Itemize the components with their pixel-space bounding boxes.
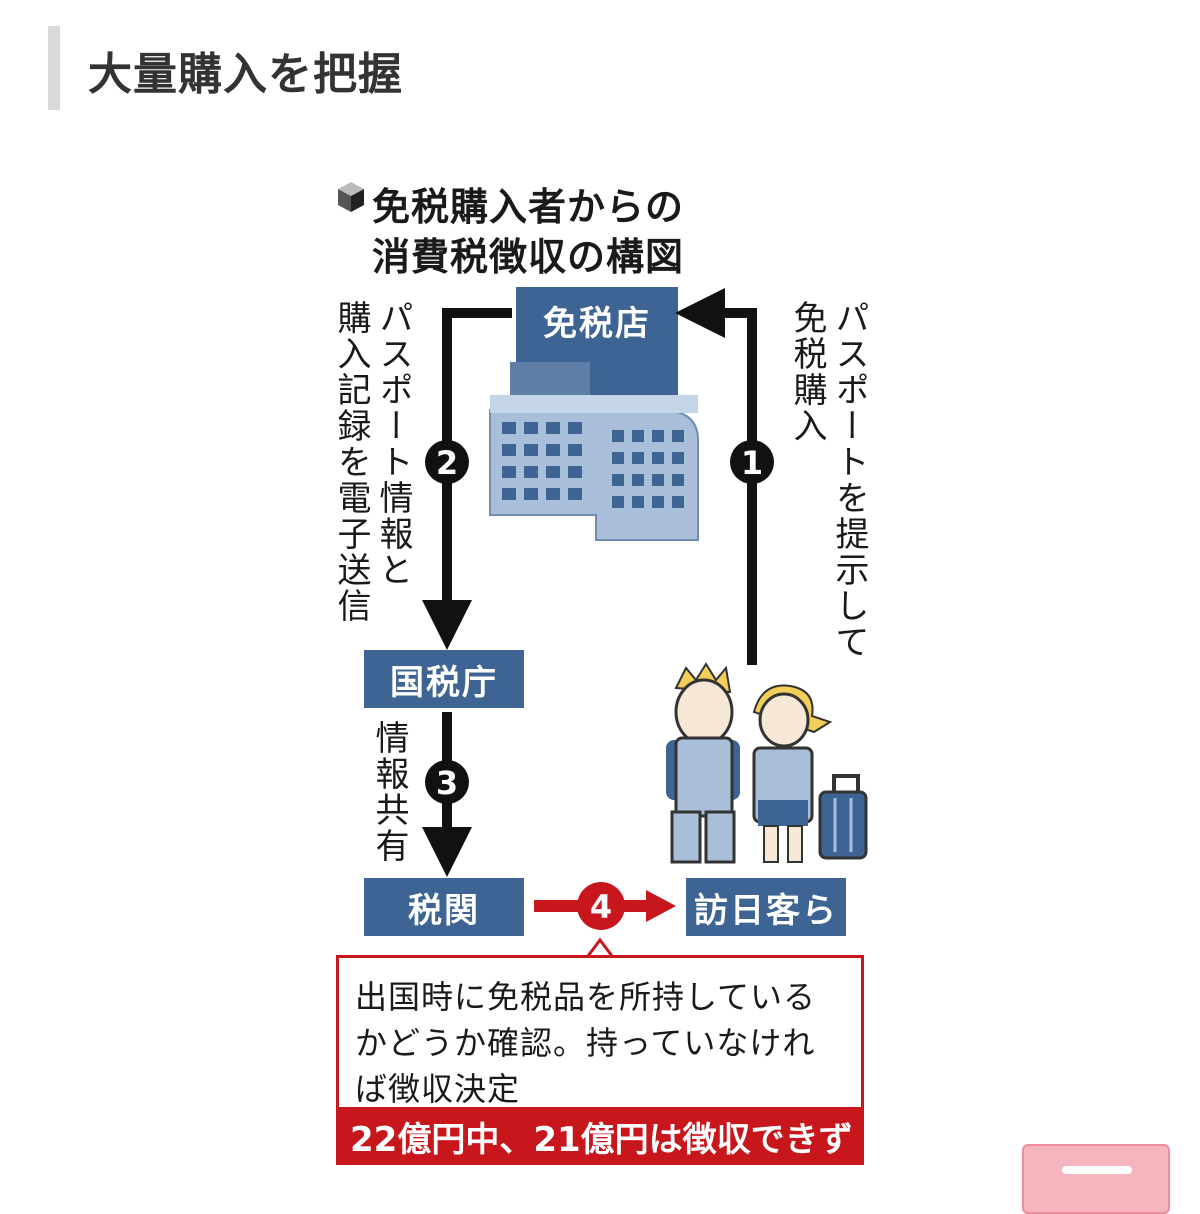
diagram-title-line1: 免税購入者からの (372, 185, 685, 229)
cube-icon (338, 182, 364, 212)
visitors-illustration (666, 662, 868, 864)
node-national-tax-agency: 国税庁 (364, 650, 524, 708)
step1-number: 1 (741, 444, 763, 482)
step2-label-sub: 購入記録を電子送信 (331, 300, 371, 624)
scroll-top-icon (1062, 1166, 1132, 1174)
step2-label-main: パスポート情報と (373, 300, 413, 588)
arrow-step4 (534, 890, 676, 922)
step4-circle (577, 882, 625, 930)
step4-number: 4 (590, 888, 612, 926)
diagram-title-line2: 消費税徴収の構図 (372, 235, 685, 279)
step1-circle (730, 440, 774, 484)
heading-accent-bar (48, 26, 60, 110)
collection-result-banner: 22億円中、21億円は徴収できず (336, 1107, 864, 1165)
arrow-step2 (422, 308, 512, 650)
step1-label-sub: 免税購入 (787, 300, 827, 444)
scroll-to-top-button[interactable] (1022, 1144, 1170, 1214)
note-pointer (586, 937, 614, 957)
step3-label: 情報共有 (369, 720, 409, 864)
step1-label-main: パスポートを提示して (829, 300, 869, 660)
arrow-step1 (675, 288, 757, 665)
node-customs: 税関 (364, 878, 524, 936)
step2-number: 2 (436, 444, 458, 482)
node-visitors: 訪日客ら (686, 878, 846, 936)
section-heading: 大量購入を把握 (88, 49, 403, 100)
building-illustration (489, 287, 699, 541)
customs-check-note: 出国時に免税品を所持しているかどうか確認。持っていなければ徴収決定 (336, 955, 864, 1108)
step3-number: 3 (436, 764, 458, 802)
step2-circle (425, 440, 469, 484)
step3-circle (425, 760, 469, 804)
node-duty-free-store: 免税店 (543, 303, 651, 344)
